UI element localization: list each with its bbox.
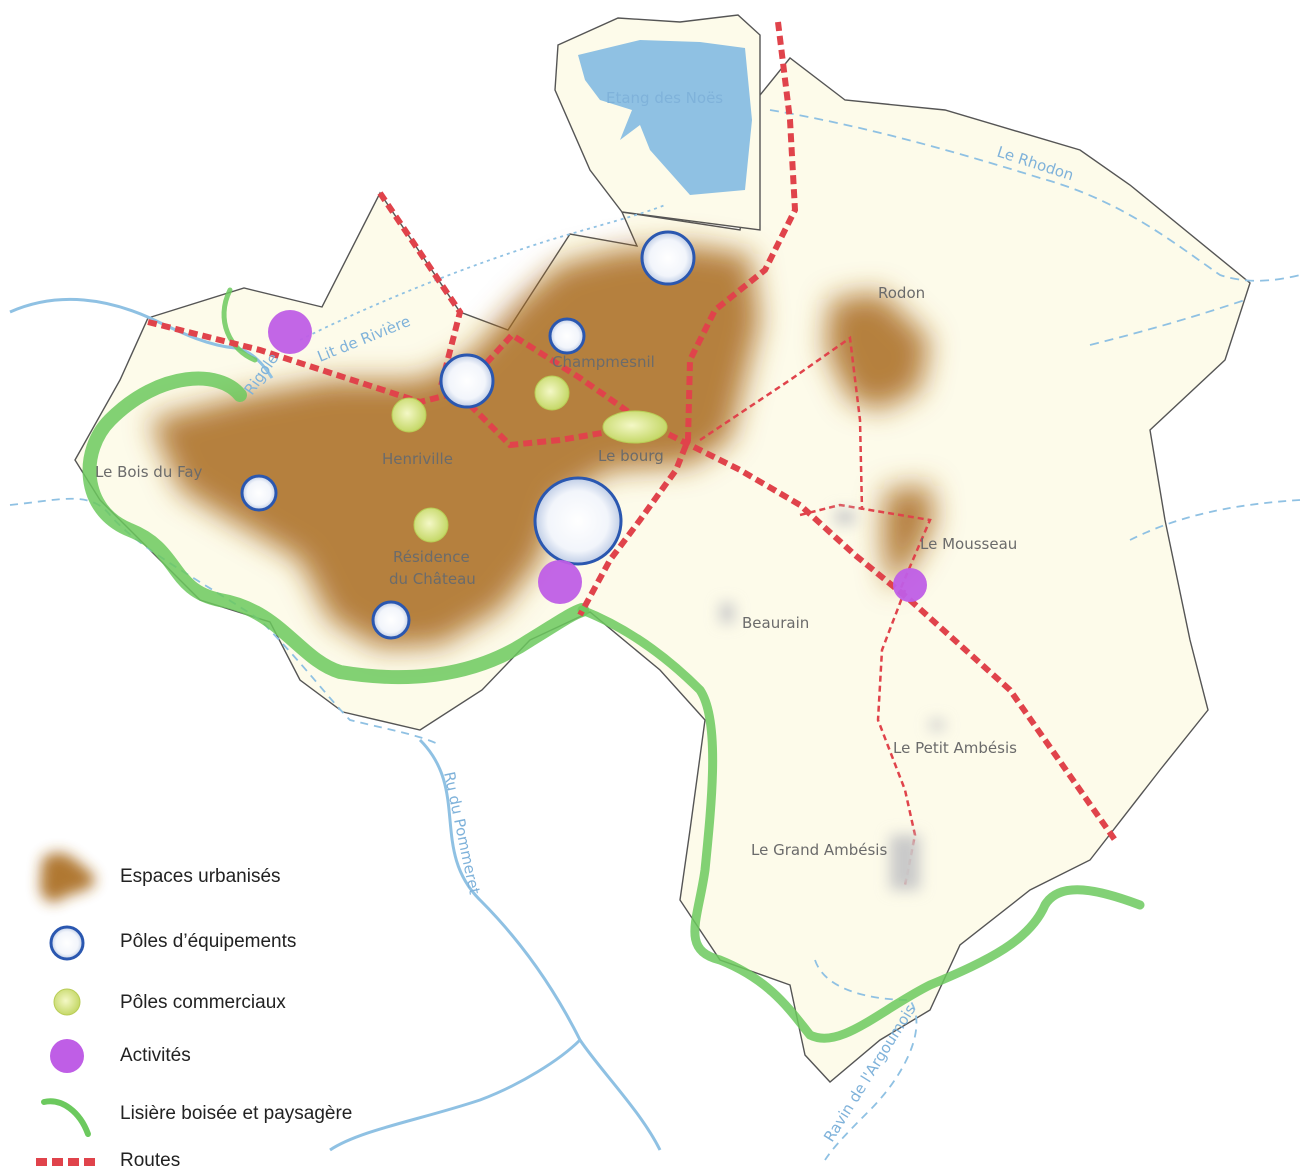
activity-pole: [268, 310, 312, 354]
hamlet-footprints: [720, 510, 944, 890]
urban-mousseau: [882, 485, 935, 590]
equipment-pole: [533, 476, 623, 566]
label-du-chateau: du Château: [389, 570, 476, 588]
activity-pole: [538, 560, 582, 604]
water-features: [9, 40, 1301, 1161]
legend-activity-symbol: [50, 1039, 84, 1073]
east-stream: [1129, 499, 1301, 541]
river-west: [9, 297, 274, 379]
legend-green-edge-symbol: [41, 1098, 91, 1137]
activity-pole: [893, 568, 927, 602]
label-le-bourg: Le bourg: [598, 447, 664, 465]
equipment-pole: [548, 317, 586, 355]
footprint: [835, 510, 855, 524]
commercial-pole: [602, 410, 668, 444]
ravin-de-l-argoumois: [814, 959, 918, 1161]
green-edge-south: [577, 605, 1145, 1043]
urban-areas: [150, 245, 935, 648]
legend-urban-symbol: [40, 852, 95, 903]
activity-poles: [268, 310, 927, 604]
urban-rodon: [826, 292, 930, 410]
road-mousseau: [799, 503, 932, 591]
label-bois-du-fay: Le Bois du Fay: [95, 463, 203, 481]
label-henriville: Henriville: [382, 450, 453, 468]
label-rodon: Rodon: [878, 284, 925, 302]
label-etang: Etang des Noës: [606, 89, 723, 107]
footprint: [720, 603, 734, 623]
legend-label-green-edge: Lisière boisée et paysagère: [120, 1103, 353, 1124]
legend-symbols: [36, 852, 100, 1166]
label-champmesnil: Champmesnil: [552, 353, 655, 371]
ru-du-pommeret: [418, 738, 662, 1151]
lit-de-riviere-stream: [299, 204, 666, 341]
rhodon-east: [1089, 299, 1246, 346]
label-beaurain: Beaurain: [742, 614, 809, 632]
legend-label-commercial: Pôles commerciaux: [120, 992, 286, 1013]
green-edge-tick: [221, 287, 258, 363]
river-south-west: [329, 1038, 582, 1152]
legend-commercial-symbol: [53, 988, 81, 1016]
urban-main: [150, 245, 760, 648]
legend-label-urban: Espaces urbanisés: [120, 866, 281, 887]
etang-des-noes: [578, 40, 752, 195]
legend-label-equipment: Pôles d’équipements: [120, 931, 297, 952]
commercial-poles: [391, 375, 668, 543]
legend-label-roads: Routes: [120, 1150, 181, 1171]
equipment-pole: [439, 353, 495, 409]
footprint: [890, 835, 920, 890]
legend-label-activity: Activités: [120, 1045, 191, 1066]
commercial-pole: [391, 397, 427, 433]
commercial-pole: [534, 375, 570, 411]
equipment-pole: [371, 600, 411, 640]
rhodon-stream: [769, 109, 1301, 282]
label-residence: Résidence: [393, 548, 470, 566]
road-center-loop: [457, 392, 621, 449]
commercial-pole: [413, 507, 449, 543]
road-rodon: [699, 335, 864, 511]
equipment-poles: [240, 230, 696, 640]
green-edge: [82, 287, 1145, 1043]
equipment-pole: [640, 230, 696, 286]
label-petit-ambesis: Le Petit Ambésis: [893, 739, 1017, 757]
label-grand-ambesis: Le Grand Ambésis: [751, 841, 887, 859]
legend-equipment-symbol: [49, 925, 85, 961]
footprint: [930, 720, 944, 730]
green-edge-west: [82, 371, 589, 685]
road-north-south: [577, 21, 799, 617]
label-le-mousseau: Le Mousseau: [920, 535, 1017, 553]
equipment-pole: [240, 474, 278, 512]
